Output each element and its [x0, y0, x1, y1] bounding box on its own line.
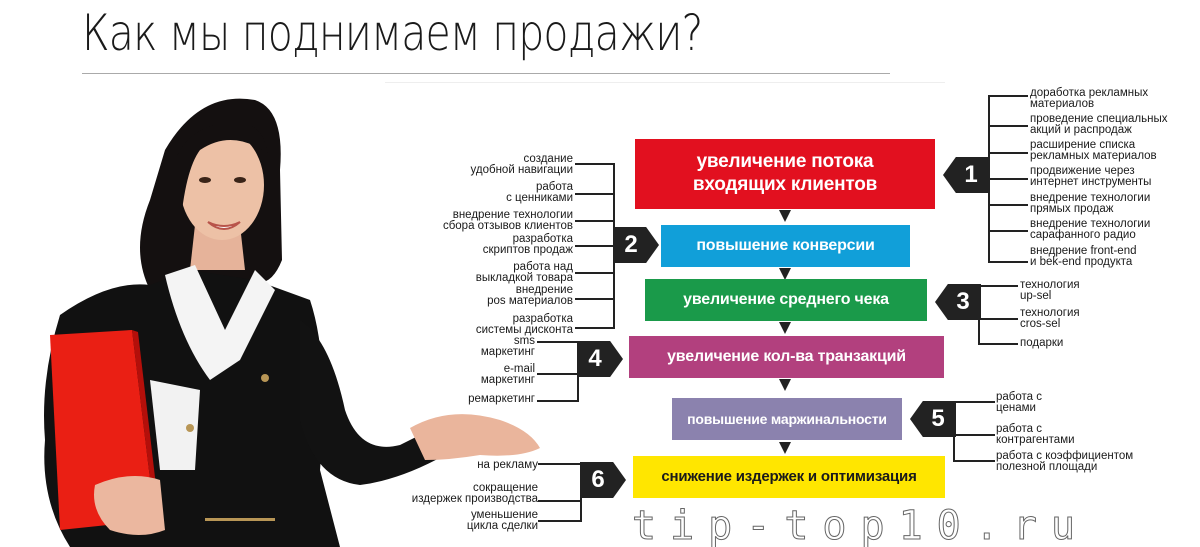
- branch-line: [978, 343, 1018, 345]
- arrow-down-icon: [779, 379, 791, 391]
- branch-line: [538, 463, 582, 465]
- branch-label: ремаркетинг: [468, 393, 535, 405]
- branch-line: [953, 460, 995, 462]
- branch-line: [538, 500, 582, 502]
- step-5-box: повышение маржинальности: [672, 398, 902, 440]
- watermark: tip-top10.ru: [632, 503, 1089, 547]
- branch-line: [575, 245, 615, 247]
- step-2-box: повышение конверсии: [661, 225, 910, 267]
- step-3-badge: 3: [935, 284, 981, 320]
- title-divider: [82, 73, 890, 74]
- step-5-badge: 5: [910, 401, 956, 437]
- arrow-down-icon: [779, 268, 791, 280]
- branch-line: [575, 193, 615, 195]
- arrow-down-icon: [779, 322, 791, 334]
- step-6-badge: 6: [580, 462, 626, 498]
- step-3-box: увеличение среднего чека: [645, 279, 927, 321]
- branch-label: подарки: [1020, 337, 1064, 349]
- branch-trunk-4: [577, 341, 579, 401]
- branch-line: [575, 163, 615, 165]
- step-1-line1: увеличение потока: [696, 151, 874, 173]
- branch-line: [978, 285, 1018, 287]
- branch-trunk-3: [978, 285, 980, 344]
- step-4-badge: 4: [577, 341, 623, 377]
- branch-line: [575, 272, 615, 274]
- step-1-box: увеличение потока входящих клиентов: [635, 139, 935, 209]
- branch-line: [988, 125, 1028, 127]
- branch-line: [953, 401, 995, 403]
- page-title: Как мы поднимаем продажи?: [82, 4, 703, 62]
- branch-label: на рекламу: [477, 459, 538, 471]
- branch-line: [988, 178, 1028, 180]
- branch-line: [537, 400, 579, 402]
- step-2-badge: 2: [613, 227, 659, 263]
- branch-line: [538, 520, 582, 522]
- branch-line: [575, 298, 615, 300]
- branch-line: [988, 230, 1028, 232]
- branch-line: [537, 341, 579, 343]
- faint-divider: [385, 82, 945, 83]
- branch-line: [988, 152, 1028, 154]
- branch-line: [978, 318, 1018, 320]
- branch-line: [575, 327, 615, 329]
- branch-line: [575, 220, 615, 222]
- branch-line: [988, 204, 1028, 206]
- step-6-box: снижение издержек и оптимизация: [633, 456, 945, 498]
- businesswoman-illustration: [44, 98, 540, 547]
- branch-trunk-5: [953, 401, 955, 461]
- branch-line: [537, 373, 579, 375]
- branch-line: [953, 434, 995, 436]
- branch-trunk-6: [580, 463, 582, 521]
- step-4-box: увеличение кол-ва транзакций: [629, 336, 944, 378]
- step-1-line2: входящих клиентов: [692, 174, 878, 195]
- branch-line: [988, 261, 1028, 263]
- arrow-down-icon: [779, 442, 791, 454]
- branch-line: [988, 95, 1028, 97]
- arrow-down-icon: [779, 210, 791, 222]
- step-1-badge: 1: [943, 157, 989, 193]
